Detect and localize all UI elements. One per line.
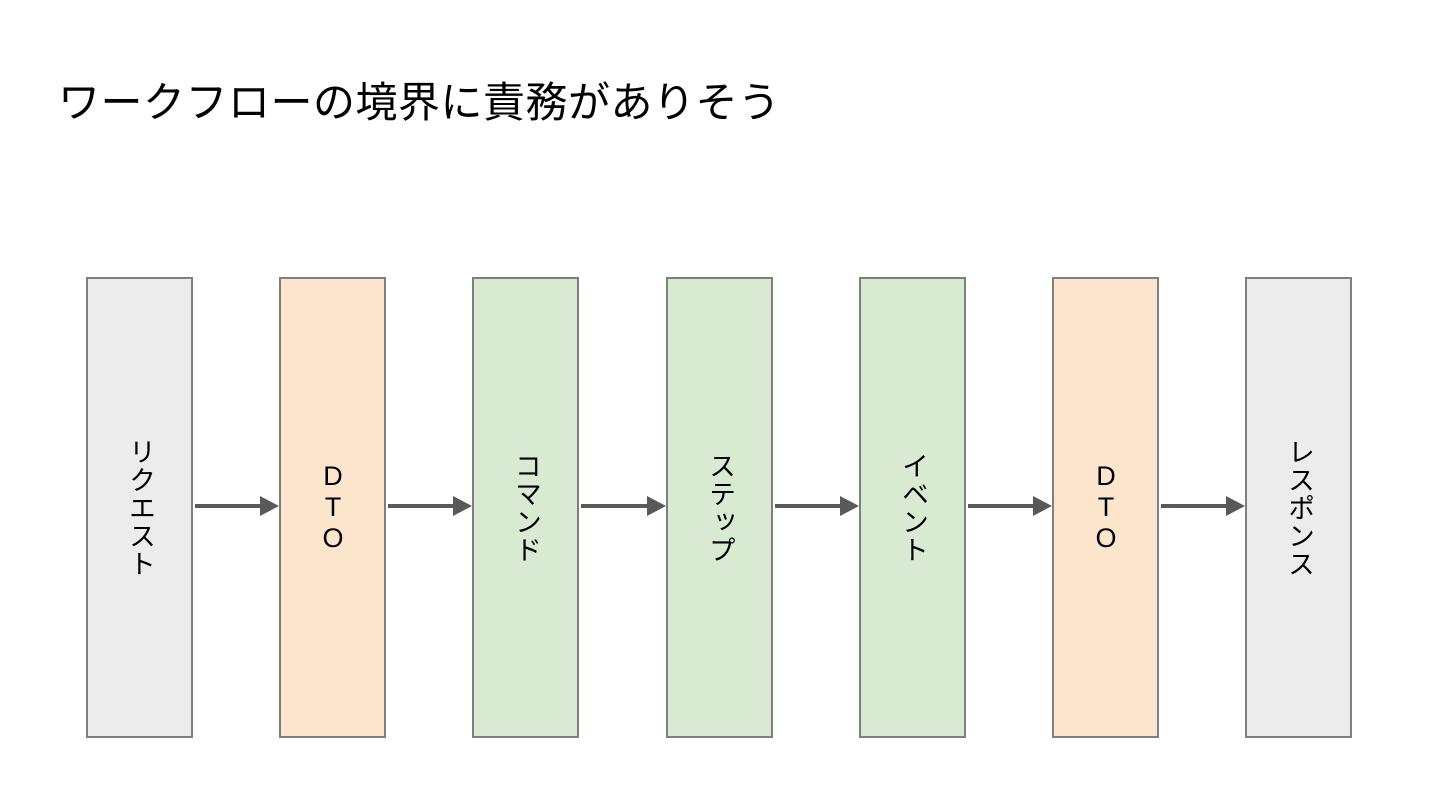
flow-node-dto-in[interactable]: DTO (279, 277, 386, 738)
arrow-head-icon (453, 496, 472, 516)
flow-arrow (195, 496, 279, 516)
arrow-shaft (968, 504, 1033, 508)
flow-node-step[interactable]: ステップ (666, 277, 773, 738)
page-title: ワークフローの境界に責務がありそう (58, 79, 781, 126)
flow-node-event[interactable]: イベント (859, 277, 966, 738)
flow-node-label: DTO (1090, 461, 1121, 554)
flow-arrow (968, 496, 1052, 516)
flow-node-label: ステップ (704, 451, 735, 564)
arrow-head-icon (1033, 496, 1052, 516)
flow-arrow (388, 496, 472, 516)
arrow-shaft (581, 504, 647, 508)
flow-arrow (1161, 496, 1245, 516)
arrow-shaft (1161, 504, 1226, 508)
flow-node-label: DTO (317, 461, 348, 554)
flow-node-command[interactable]: コマンド (472, 277, 579, 738)
flow-arrow (775, 496, 859, 516)
arrow-shaft (195, 504, 260, 508)
flow-node-label: レスポンス (1283, 437, 1314, 578)
arrow-head-icon (260, 496, 279, 516)
arrow-shaft (388, 504, 453, 508)
flow-node-request[interactable]: リクエスト (86, 277, 193, 738)
flow-node-label: コマンド (510, 451, 541, 564)
flow-node-dto-out[interactable]: DTO (1052, 277, 1159, 738)
arrow-shaft (775, 504, 840, 508)
arrow-head-icon (840, 496, 859, 516)
flow-arrow (581, 496, 666, 516)
flow-node-label: イベント (897, 451, 928, 564)
arrow-head-icon (1226, 496, 1245, 516)
flow-node-label: リクエスト (124, 437, 155, 578)
arrow-head-icon (647, 496, 666, 516)
flow-node-response[interactable]: レスポンス (1245, 277, 1352, 738)
